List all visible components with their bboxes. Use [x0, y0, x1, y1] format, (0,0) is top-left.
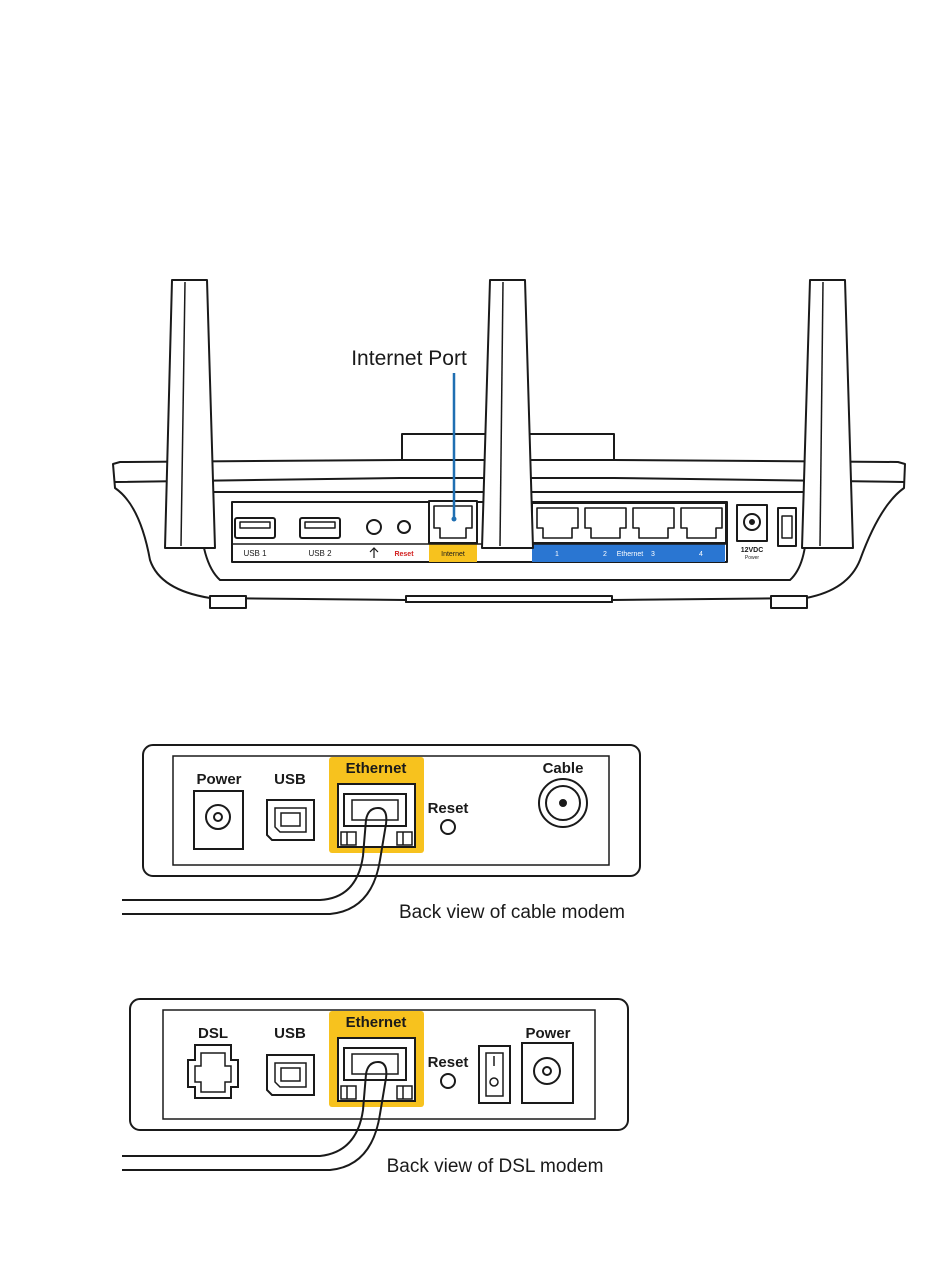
- usb2-label: USB 2: [308, 549, 332, 558]
- cable-modem-cable-label: Cable: [543, 760, 584, 777]
- ethernet-4-label: 4: [699, 551, 703, 558]
- dsl-modem-ethernet-plug-inner: [352, 1054, 398, 1074]
- cable-modem-reset-button: [441, 820, 455, 834]
- ethernet-3-label: 3: [651, 551, 655, 558]
- usb1-label: USB 1: [243, 549, 267, 558]
- callout-leader-dot: [452, 517, 457, 522]
- dsl-modem-ethernet-label: Ethernet: [346, 1014, 407, 1031]
- ethernet-word-label: Ethernet: [617, 551, 644, 558]
- router-power-jack-pin: [750, 520, 754, 524]
- dsl-modem-reset-button: [441, 1074, 455, 1088]
- dsl-modem-power-label: Power: [525, 1025, 570, 1042]
- internet-label: Internet: [441, 551, 465, 558]
- router-power-switch-rocker: [782, 516, 792, 538]
- cable-modem-usb-label: USB: [274, 771, 306, 788]
- cable-modem-power-pin: [214, 813, 222, 821]
- ethernet-1-label: 1: [555, 551, 559, 558]
- reset-label: Reset: [394, 551, 414, 558]
- cable-modem-coax-pin: [560, 800, 566, 806]
- cable-modem-power-label: Power: [196, 771, 241, 788]
- ethernet-2-label: 2: [603, 551, 607, 558]
- router-foot-left: [210, 596, 246, 608]
- cable-modem-caption: Back view of cable modem: [399, 902, 625, 923]
- ethernet-port-block: [532, 503, 726, 543]
- antenna-center: [482, 280, 533, 548]
- dsl-modem-usb-tongue: [281, 1068, 300, 1081]
- usb1-port-tongue: [240, 522, 270, 528]
- usb2-port-tongue: [305, 522, 335, 528]
- cable-modem-usb-tongue: [281, 813, 300, 826]
- dsl-modem-caption: Back view of DSL modem: [387, 1156, 604, 1177]
- router-base-bar: [406, 596, 612, 602]
- power-port-label: Power: [745, 555, 760, 561]
- power-voltage-label: 12VDC: [741, 547, 764, 554]
- cable-modem-ethernet-plug-inner: [352, 800, 398, 820]
- dsl-modem-power-switch-dot: [490, 1078, 498, 1086]
- dsl-modem-power-pin: [543, 1067, 551, 1075]
- cable-modem-reset-label: Reset: [428, 800, 469, 817]
- router-foot-right: [771, 596, 807, 608]
- router-back-view: [113, 280, 905, 608]
- wps-button: [367, 520, 381, 534]
- antenna-left: [165, 280, 215, 548]
- antenna-right: [802, 280, 853, 548]
- reset-button: [398, 521, 410, 533]
- cable-modem-ethernet-label: Ethernet: [346, 760, 407, 777]
- dsl-modem-dsl-label: DSL: [198, 1025, 228, 1042]
- internet-port-callout: Internet Port: [351, 347, 467, 370]
- dsl-modem-reset-label: Reset: [428, 1054, 469, 1071]
- dsl-modem-usb-label: USB: [274, 1025, 306, 1042]
